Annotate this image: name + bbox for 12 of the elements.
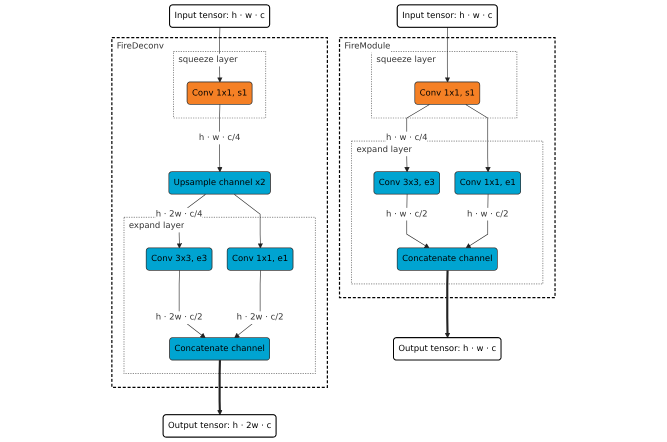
edge-label: h · 2w · c/4 — [156, 209, 203, 219]
edge-label: h · 2w · c/2 — [236, 312, 284, 322]
arrow — [234, 194, 264, 248]
arrow — [466, 104, 491, 172]
edge-label: h · w · c/2 — [386, 209, 428, 219]
edge-label: h · 2w · c/2 — [156, 312, 203, 322]
arrow — [444, 270, 450, 338]
arrow — [444, 27, 450, 82]
edge-label: h · w · c/4 — [198, 132, 240, 143]
arrow — [217, 360, 223, 416]
edge-label: h · w · c/2 — [467, 209, 509, 219]
edge-label: h · w · c/4 — [386, 132, 428, 143]
